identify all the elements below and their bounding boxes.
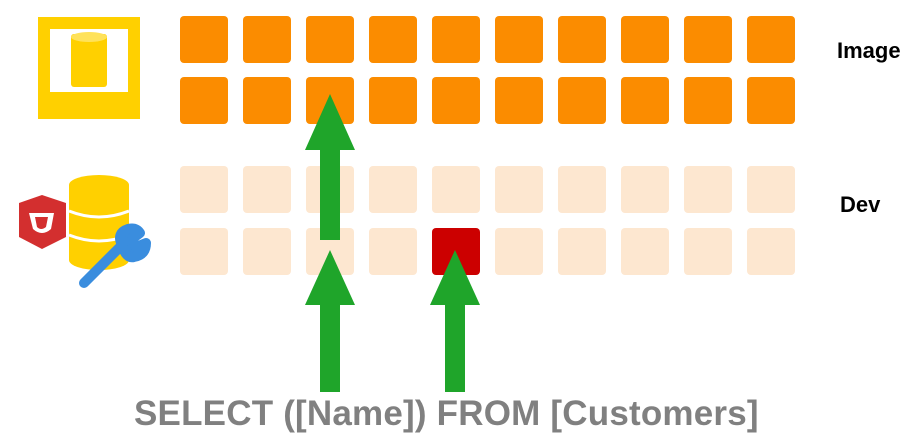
- dev-row-2: [180, 228, 810, 275]
- dev-cell: [495, 228, 543, 275]
- dev-label: Dev: [840, 192, 881, 217]
- dev-cell: [684, 166, 732, 213]
- image-cell: [495, 77, 543, 124]
- image-row-1: [180, 16, 810, 63]
- arrow-from-query-2: [430, 250, 480, 392]
- database-image-icon: [38, 17, 140, 124]
- dev-cell: [558, 166, 606, 213]
- image-cell: [747, 77, 795, 124]
- dev-cell: [243, 166, 291, 213]
- image-cell: [432, 77, 480, 124]
- image-cell: [495, 16, 543, 63]
- image-cell: [621, 77, 669, 124]
- dev-cell: [432, 166, 480, 213]
- dev-cell: [243, 228, 291, 275]
- image-cell: [432, 16, 480, 63]
- image-cell: [180, 16, 228, 63]
- dev-cell: [369, 166, 417, 213]
- arrow-from-query-1: [305, 250, 355, 392]
- dev-cell: [369, 228, 417, 275]
- dev-cell: [558, 228, 606, 275]
- image-cell: [243, 16, 291, 63]
- dev-cell: [180, 228, 228, 275]
- image-row-2: [180, 77, 810, 124]
- image-cell: [243, 77, 291, 124]
- arrow-to-image: [305, 94, 355, 240]
- dev-cell: [495, 166, 543, 213]
- database-dev-tools-icon: [14, 163, 154, 298]
- image-cell: [180, 77, 228, 124]
- image-cell: [558, 16, 606, 63]
- image-cell: [621, 16, 669, 63]
- dev-cell: [180, 166, 228, 213]
- image-cell: [684, 77, 732, 124]
- dev-cell: [747, 228, 795, 275]
- dev-cell: [621, 228, 669, 275]
- dev-cell: [747, 166, 795, 213]
- image-cell: [558, 77, 606, 124]
- sql-query-text: SELECT ([Name]) FROM [Customers]: [134, 394, 759, 433]
- image-cell: [369, 16, 417, 63]
- image-cell: [369, 77, 417, 124]
- image-cell: [747, 16, 795, 63]
- image-cell: [684, 16, 732, 63]
- image-label: Image: [837, 38, 901, 63]
- dev-row-1: [180, 166, 810, 213]
- image-cell: [306, 16, 354, 63]
- dev-cell: [621, 166, 669, 213]
- dev-cell: [684, 228, 732, 275]
